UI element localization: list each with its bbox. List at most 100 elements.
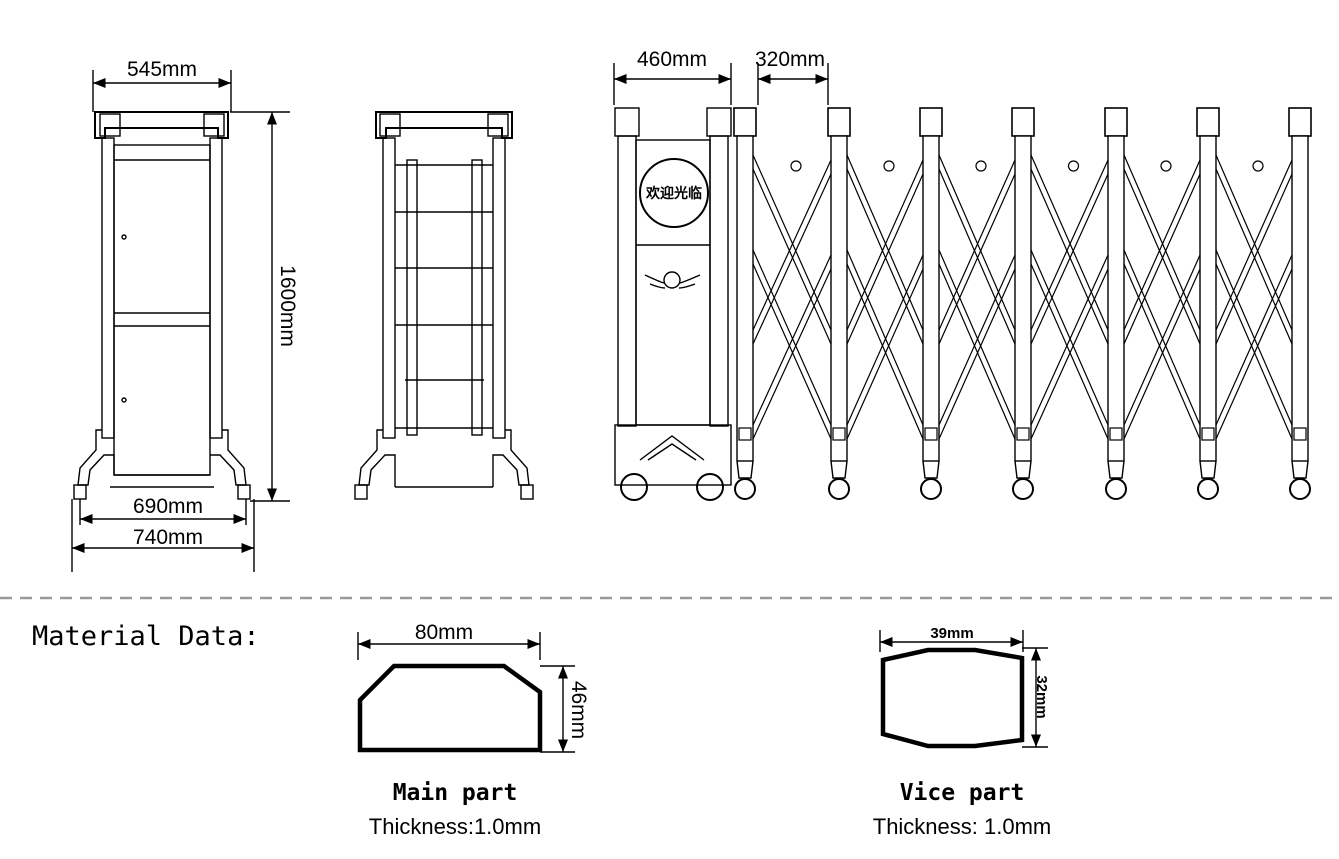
panel-spacing-label: 320mm <box>755 48 825 71</box>
lattice-bar <box>846 154 924 331</box>
post-bracket <box>1109 427 1123 441</box>
lattice-hinge-icon <box>1252 160 1264 172</box>
gate-posts <box>733 107 1312 500</box>
welcome-sign <box>639 158 709 228</box>
lattice-bar <box>752 249 832 426</box>
rear-view <box>354 111 534 500</box>
post-bracket <box>1201 427 1215 441</box>
welcome-sign-text: 欢迎光临 <box>645 185 702 202</box>
lattice-bar <box>1123 254 1201 426</box>
post-wheel-icon <box>1289 478 1311 500</box>
lattice-bar <box>938 268 1016 440</box>
height-label: 1600mm <box>276 265 299 347</box>
head-wheel-right <box>696 473 724 501</box>
post-foot <box>830 460 848 479</box>
post-foot <box>736 460 754 479</box>
post-cap <box>919 107 943 137</box>
lattice-bar <box>1215 159 1293 331</box>
lattice-bar <box>1123 268 1201 440</box>
lattice-bar <box>1030 249 1109 426</box>
lattice-hinge-icon <box>1160 160 1172 172</box>
post-bracket <box>738 427 752 441</box>
gate-head-unit: 欢迎光临 <box>614 107 732 501</box>
post-cap <box>827 107 851 137</box>
lattice-bar <box>1030 263 1109 440</box>
wing-emblem-icon <box>644 271 701 289</box>
lattice-bar <box>846 168 924 345</box>
vice-part-name: Vice part <box>900 780 1025 806</box>
lattice-bar <box>938 173 1016 345</box>
lattice-bar <box>938 249 1016 426</box>
lattice-bar <box>752 263 832 440</box>
post-foot <box>1199 460 1217 479</box>
lattice-bar <box>1030 268 1109 440</box>
head-wheel-left <box>620 473 648 501</box>
post-wheel-icon <box>1197 478 1219 500</box>
vice-part-profile: 39mm 32mm Vice part Thickness: 1.0mm <box>873 625 1052 839</box>
lattice-bar <box>846 263 924 440</box>
lattice-bar <box>1030 254 1109 426</box>
dimension-base-widths: 690mm 740mm <box>71 495 255 572</box>
post-wheel-icon <box>734 478 756 500</box>
lattice-bar <box>846 254 924 426</box>
dimension-gate: 460mm 320mm <box>613 48 829 105</box>
gate-post <box>1199 135 1217 462</box>
post-bracket <box>1016 427 1030 441</box>
main-part-profile: 80mm 46mm Main part Thickness:1.0mm <box>357 621 590 839</box>
lattice-hinge-icon <box>1067 160 1080 172</box>
lattice-bar <box>1123 249 1201 426</box>
post-cap <box>1104 107 1128 137</box>
lattice-bar <box>938 159 1016 331</box>
lattice-bar <box>938 168 1016 345</box>
outer-base-width-label: 740mm <box>133 526 203 549</box>
lattice-bar <box>1123 263 1201 440</box>
lattice-bar <box>752 268 832 440</box>
main-part-width-label: 80mm <box>415 621 473 644</box>
post-bracket <box>924 427 938 441</box>
lattice-bar <box>846 268 924 440</box>
main-part-height-label: 46mm <box>567 681 590 739</box>
lattice-bar <box>1123 173 1201 345</box>
lattice-bar <box>1215 268 1293 440</box>
lattice-bar <box>1215 254 1293 426</box>
lattice-bar <box>1123 168 1201 345</box>
lattice-hinge-icon <box>975 160 987 172</box>
lattice-bar <box>752 168 832 345</box>
lattice-bar <box>1215 263 1293 440</box>
lattice-bar <box>938 263 1016 440</box>
lattice-bar <box>752 159 832 331</box>
lattice-hinge-icon <box>790 160 802 172</box>
post-foot <box>922 460 940 479</box>
dimension-top-width: 545mm <box>92 58 232 112</box>
top-width-label: 545mm <box>127 58 197 81</box>
lattice-bar <box>1030 173 1109 345</box>
lattice-bar <box>846 249 924 426</box>
gate-post <box>922 135 940 462</box>
post-cap <box>1011 107 1035 137</box>
main-part-name: Main part <box>393 780 518 806</box>
post-wheel-icon <box>920 478 942 500</box>
gate-post <box>736 135 754 462</box>
inner-base-width-label: 690mm <box>133 495 203 518</box>
lattice-bar <box>1123 159 1201 331</box>
lattice-bar <box>846 159 924 331</box>
lattice-bar <box>1215 249 1293 426</box>
post-cap <box>733 107 757 137</box>
lattice-bar <box>752 154 832 331</box>
gate-post <box>1291 135 1309 462</box>
gate-lattice <box>752 154 1293 440</box>
gate-post <box>1014 135 1032 462</box>
post-bracket <box>1293 427 1307 441</box>
vice-part-width-label: 39mm <box>930 625 973 642</box>
head-width-label: 460mm <box>637 48 707 71</box>
post-wheel-icon <box>1105 478 1127 500</box>
gate-post <box>1107 135 1125 462</box>
gate-post <box>830 135 848 462</box>
lattice-bar <box>752 254 832 426</box>
lattice-bar <box>1215 154 1293 331</box>
main-part-thickness: Thickness:1.0mm <box>369 814 541 839</box>
post-bracket <box>832 427 846 441</box>
post-foot <box>1107 460 1125 479</box>
post-wheel-icon <box>828 478 850 500</box>
post-cap <box>1288 107 1312 137</box>
